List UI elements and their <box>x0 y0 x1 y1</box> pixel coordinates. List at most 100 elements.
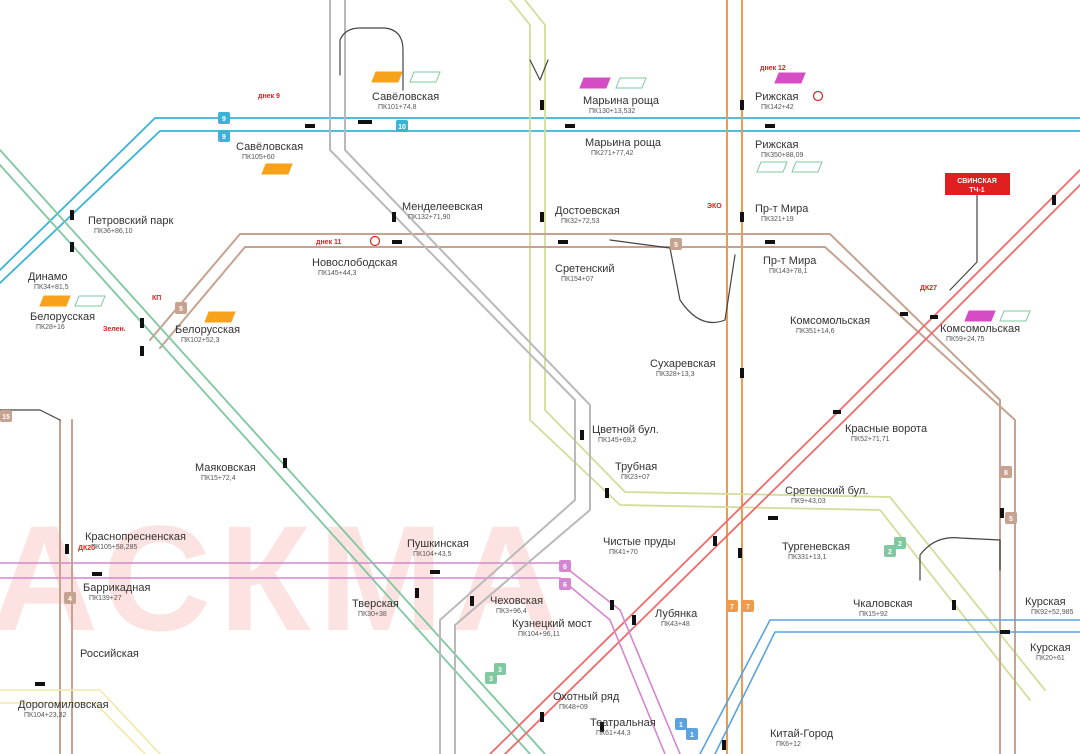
station-label-7[interactable]: Менделеевская <box>402 201 483 213</box>
station-label-40[interactable]: Дорогомиловская <box>18 699 109 711</box>
platform-mark-33[interactable] <box>952 600 956 610</box>
platform-mark-25[interactable] <box>430 570 440 574</box>
station-label-17[interactable]: Комсомольская <box>940 323 1020 335</box>
station-label-4[interactable]: Рижская <box>755 91 799 103</box>
station-label-39[interactable]: Китай-Город <box>770 728 834 740</box>
station-label-9[interactable]: Пр-т Мира <box>755 203 809 215</box>
platform-mark-21[interactable] <box>833 410 841 414</box>
platform-mark-14[interactable] <box>140 318 144 328</box>
platform-mark-6[interactable] <box>70 210 74 220</box>
station-label-18[interactable]: Сухаревская <box>650 358 716 370</box>
platform-mark-32[interactable] <box>610 600 614 610</box>
station-label-30[interactable]: Тверская <box>352 598 399 610</box>
track-yellow_pale-10-b <box>0 702 146 754</box>
station-label-13[interactable]: Динамо <box>28 271 67 283</box>
station-label-8[interactable]: Достоевская <box>555 205 620 217</box>
station-label-3[interactable]: Марьина роща <box>585 137 662 149</box>
station-chainage-4: ПК142+42 <box>761 104 794 111</box>
station-label-2[interactable]: Марьина роща <box>583 95 660 107</box>
station-label-6[interactable]: Петровский парк <box>88 215 174 227</box>
platform-mark-10[interactable] <box>740 212 744 222</box>
station-label-5[interactable]: Рижская <box>755 139 799 151</box>
platform-mark-12[interactable] <box>558 240 568 244</box>
station-chainage-19: ПК145+69,2 <box>598 437 637 444</box>
platform-mark-27[interactable] <box>738 548 742 558</box>
station-label-20[interactable]: Трубная <box>615 461 657 473</box>
station-chainage-35: ПК20+61 <box>1036 655 1065 662</box>
platform-mark-16[interactable] <box>900 312 908 316</box>
depot-notice[interactable]: СВИНСКАЯ ТЧ-1 <box>945 173 1010 195</box>
platform-mark-5[interactable] <box>765 124 775 128</box>
platform-mark-36[interactable] <box>540 712 544 722</box>
station-label-33[interactable]: Чкаловская <box>853 598 913 610</box>
station-label-12[interactable]: Сретенский <box>555 263 615 275</box>
depot-notice-box[interactable] <box>945 173 1010 195</box>
line-badge-5 <box>670 238 682 250</box>
platform-mark-20[interactable] <box>605 488 609 498</box>
route-tag-0 <box>371 71 403 83</box>
station-label-38[interactable]: Театральная <box>590 717 656 729</box>
platform-mark-2[interactable] <box>540 100 544 110</box>
station-label-28[interactable]: Баррикадная <box>83 582 150 594</box>
platform-mark-1[interactable] <box>358 120 372 124</box>
platform-mark-35[interactable] <box>35 682 45 686</box>
platform-mark-15[interactable] <box>140 346 144 356</box>
platform-mark-23[interactable] <box>768 516 778 520</box>
platform-mark-17[interactable] <box>930 315 938 319</box>
platform-mark-19[interactable] <box>580 430 584 440</box>
platform-mark-39[interactable] <box>1052 195 1056 205</box>
station-label-31[interactable]: Кузнецкий мост <box>512 618 592 630</box>
platform-mark-30[interactable] <box>415 588 419 598</box>
route-tag-11 <box>964 310 996 322</box>
line-badge-number-9: 7 <box>730 604 734 611</box>
station-label-24[interactable]: Краснопресненская <box>85 531 186 543</box>
station-label-26[interactable]: Чистые пруды <box>603 536 676 548</box>
station-label-0[interactable]: Савёловская <box>372 91 439 103</box>
route-tag-3 <box>615 77 647 89</box>
station-label-36[interactable]: Российская <box>80 648 139 660</box>
station-label-29[interactable]: Чеховская <box>490 595 543 607</box>
station-label-32[interactable]: Лубянка <box>655 608 698 620</box>
platform-mark-26[interactable] <box>713 536 717 546</box>
platform-mark-24[interactable] <box>65 544 69 554</box>
platform-mark-28[interactable] <box>92 572 102 576</box>
station-label-21[interactable]: Красные ворота <box>845 423 928 435</box>
station-chainage-34: ПК92+52,985 <box>1031 609 1074 616</box>
platform-mark-31[interactable] <box>632 615 636 625</box>
station-label-19[interactable]: Цветной бул. <box>592 424 659 436</box>
station-label-10[interactable]: Пр-т Мира <box>763 255 817 267</box>
platform-mark-34[interactable] <box>1000 630 1010 634</box>
platform-mark-0[interactable] <box>305 124 315 128</box>
platform-mark-37[interactable] <box>600 722 604 732</box>
station-label-16[interactable]: Комсомольская <box>790 315 870 327</box>
platform-mark-8[interactable] <box>392 212 396 222</box>
platform-mark-22[interactable] <box>283 458 287 468</box>
station-chainage-6: ПК36+86,10 <box>94 228 133 235</box>
platform-mark-7[interactable] <box>70 242 74 252</box>
station-label-14[interactable]: Белорусская <box>30 311 95 323</box>
platform-mark-3[interactable] <box>740 100 744 110</box>
platform-mark-18[interactable] <box>740 368 744 378</box>
station-label-37[interactable]: Охотный ряд <box>553 691 620 703</box>
platform-mark-38[interactable] <box>722 740 726 750</box>
station-label-22[interactable]: Маяковская <box>195 462 256 474</box>
station-label-27[interactable]: Тургеневская <box>782 541 850 553</box>
station-label-15[interactable]: Белорусская <box>175 324 240 336</box>
station-label-25[interactable]: Пушкинская <box>407 538 469 550</box>
platform-mark-40[interactable] <box>1000 508 1004 518</box>
platform-mark-29[interactable] <box>470 596 474 606</box>
station-label-34[interactable]: Курская <box>1025 596 1066 608</box>
route-tag-6 <box>756 161 788 173</box>
platform-mark-4[interactable] <box>565 124 575 128</box>
warning-marker-icon-1 <box>812 90 824 102</box>
platform-mark-9[interactable] <box>540 212 544 222</box>
station-label-23[interactable]: Сретенский бул. <box>785 485 868 497</box>
station-chainage-32: ПК43+48 <box>661 621 690 628</box>
platform-mark-11[interactable] <box>392 240 402 244</box>
station-label-11[interactable]: Новослободская <box>312 257 397 269</box>
platform-mark-13[interactable] <box>765 240 775 244</box>
station-label-1[interactable]: Савёловская <box>236 141 303 153</box>
station-label-35[interactable]: Курская <box>1030 642 1071 654</box>
